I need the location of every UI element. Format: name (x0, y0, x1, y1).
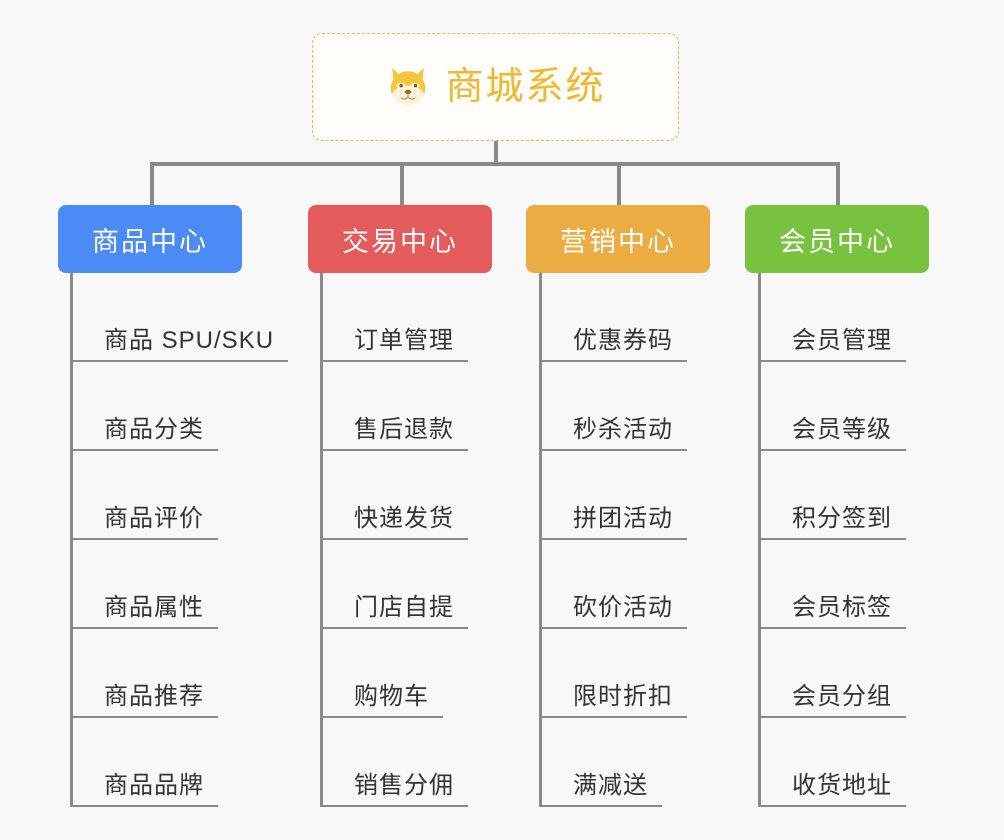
connector-drop-trade (400, 162, 404, 205)
leaf-label: 商品评价 (104, 504, 204, 532)
leaf-item[interactable]: 售后退款 (320, 362, 468, 451)
leaf-item[interactable]: 商品品牌 (70, 718, 218, 807)
category-box-product-center[interactable]: 商品中心 (58, 205, 242, 273)
leaf-label: 商品推荐 (104, 682, 204, 710)
leaf-item[interactable]: 销售分佣 (320, 718, 468, 807)
leaf-item[interactable]: 收货地址 (758, 718, 906, 807)
leaf-label: 会员管理 (792, 326, 892, 354)
leaf-item[interactable]: 秒杀活动 (539, 362, 687, 451)
leaf-item[interactable]: 门店自提 (320, 540, 468, 629)
leaf-label: 会员标签 (792, 593, 892, 621)
leaf-label: 购物车 (354, 682, 429, 710)
leaf-label: 优惠券码 (573, 326, 673, 354)
leaf-item[interactable]: 商品 SPU/SKU (70, 273, 289, 362)
leaf-label: 秒杀活动 (573, 415, 673, 443)
dog-face-icon (391, 68, 426, 106)
leaf-item[interactable]: 会员分组 (758, 629, 906, 718)
leaf-item[interactable]: 拼团活动 (539, 451, 687, 540)
category-label: 交易中心 (342, 226, 458, 257)
leaf-item[interactable]: 购物车 (320, 629, 443, 718)
leaf-item[interactable]: 限时折扣 (539, 629, 687, 718)
leaf-item[interactable]: 满减送 (539, 718, 662, 807)
category-label: 商品中心 (92, 226, 208, 257)
leaf-item[interactable]: 会员标签 (758, 540, 906, 629)
connector-drop-member (836, 162, 840, 205)
leaf-item[interactable]: 快递发货 (320, 451, 468, 540)
leaf-label: 商品 SPU/SKU (104, 326, 275, 354)
leaf-item[interactable]: 积分签到 (758, 451, 906, 540)
leaf-label: 砍价活动 (573, 593, 673, 621)
leaf-item[interactable]: 商品评价 (70, 451, 218, 540)
root-node-card[interactable]: 商城系统 (312, 33, 679, 141)
leaf-label: 快递发货 (354, 504, 454, 532)
leaf-item[interactable]: 优惠券码 (539, 273, 687, 362)
category-box-member-center[interactable]: 会员中心 (745, 205, 929, 273)
category-label: 会员中心 (779, 226, 895, 257)
category-box-marketing-center[interactable]: 营销中心 (526, 205, 710, 273)
leaf-label: 销售分佣 (354, 771, 454, 799)
leaf-label: 商品品牌 (104, 771, 204, 799)
leaf-label: 门店自提 (354, 593, 454, 621)
leaf-label: 售后退款 (354, 415, 454, 443)
connector-bus (150, 162, 840, 166)
column-spine (70, 273, 73, 807)
column-spine (758, 273, 761, 807)
leaf-label: 满减送 (573, 771, 648, 799)
category-box-trade-center[interactable]: 交易中心 (308, 205, 492, 273)
column-spine (320, 273, 323, 807)
leaf-label: 会员分组 (792, 682, 892, 710)
leaf-label: 收货地址 (792, 771, 892, 799)
leaf-item[interactable]: 商品分类 (70, 362, 218, 451)
connector-drop-product (150, 162, 154, 205)
leaf-label: 商品属性 (104, 593, 204, 621)
leaf-label: 限时折扣 (573, 682, 673, 710)
leaf-item[interactable]: 商品推荐 (70, 629, 218, 718)
leaf-label: 拼团活动 (573, 504, 673, 532)
leaf-label: 订单管理 (354, 326, 454, 354)
category-label: 营销中心 (560, 226, 676, 257)
leaf-item[interactable]: 会员等级 (758, 362, 906, 451)
leaf-label: 积分签到 (792, 504, 892, 532)
leaf-item[interactable]: 订单管理 (320, 273, 468, 362)
column-spine (539, 273, 542, 807)
leaf-label: 商品分类 (104, 415, 204, 443)
leaf-item[interactable]: 商品属性 (70, 540, 218, 629)
leaf-item[interactable]: 砍价活动 (539, 540, 687, 629)
root-title: 商城系统 (445, 66, 606, 108)
connector-root-stem (494, 141, 498, 164)
connector-drop-marketing (617, 162, 621, 205)
leaf-label: 会员等级 (792, 415, 892, 443)
leaf-item[interactable]: 会员管理 (758, 273, 906, 362)
